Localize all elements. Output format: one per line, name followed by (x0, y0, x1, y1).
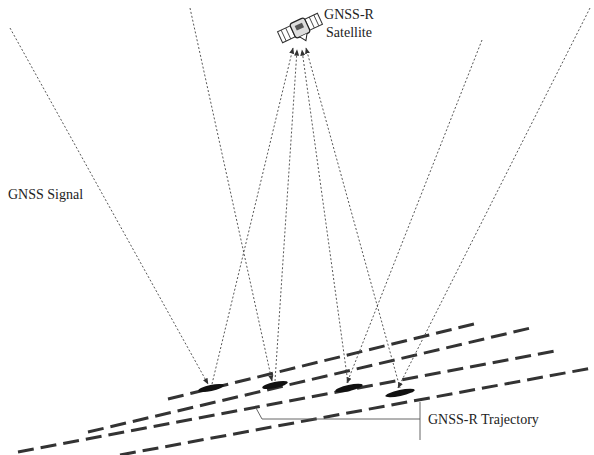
satellite-icon (277, 11, 326, 50)
trajectory-lines (18, 323, 592, 455)
trajectory-label: GNSS-R Trajectory (428, 411, 578, 429)
signal-label: GNSS Signal (8, 186, 94, 204)
satellite-label: GNSS-R Satellite (316, 6, 382, 41)
reflected-signals (212, 48, 400, 388)
specular-points (198, 379, 416, 399)
leader-line (256, 402, 420, 440)
incoming-signals (10, 8, 590, 388)
